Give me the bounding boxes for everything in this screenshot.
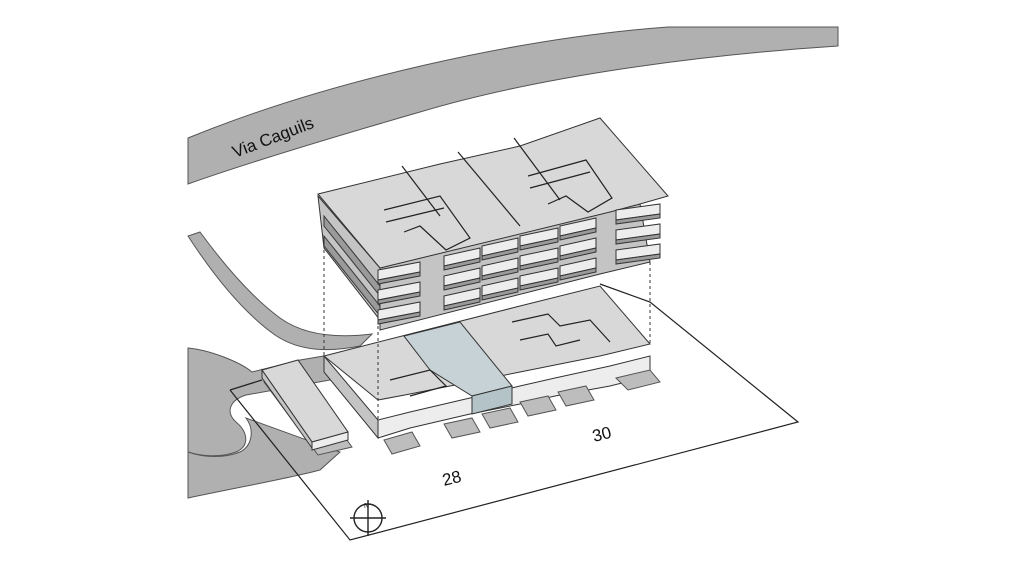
ground-shadow-6: [615, 369, 661, 391]
roof-courtyard-1b: [385, 207, 445, 223]
roof-courtyard-1: [383, 195, 471, 251]
ground-shadow-4: [519, 395, 557, 417]
site-boundary: [229, 283, 800, 541]
ground-divider-1: [389, 369, 448, 397]
ground-shadow-5: [557, 385, 595, 407]
ground-shadow-3: [481, 407, 519, 429]
roof-courtyard-2b: [529, 171, 591, 189]
lot-number-30: 30: [590, 423, 613, 446]
pavilion-front: [311, 431, 349, 451]
roof-line-2: [457, 151, 521, 227]
ground-divider-2: [511, 313, 611, 343]
north-arrow-icon: N: [350, 500, 386, 536]
ground-divider-3: [519, 333, 581, 347]
ground-highlight-front: [471, 385, 513, 415]
roof-line-1: [401, 165, 441, 217]
ground-shadow-1: [383, 431, 421, 455]
balcony-stack-left: [377, 261, 421, 325]
balcony-stack-center-3: [519, 227, 559, 291]
roof-line-3: [513, 137, 561, 201]
balcony-stack-right: [615, 203, 661, 265]
road-side-curve: [187, 231, 374, 351]
ground-shadow-2: [443, 417, 481, 439]
north-label: N: [364, 503, 369, 510]
lot-number-28: 28: [440, 467, 463, 490]
balcony-stack-center-1: [443, 247, 481, 311]
balcony-stack-center-2: [481, 237, 519, 301]
balcony-stack-center-4: [559, 217, 597, 281]
site-boundary-left: [229, 379, 263, 391]
road-lower: [187, 416, 341, 499]
road-via-caguils: [187, 26, 839, 185]
ground-floor-top: [322, 285, 651, 401]
roof-courtyard-2: [527, 159, 613, 213]
